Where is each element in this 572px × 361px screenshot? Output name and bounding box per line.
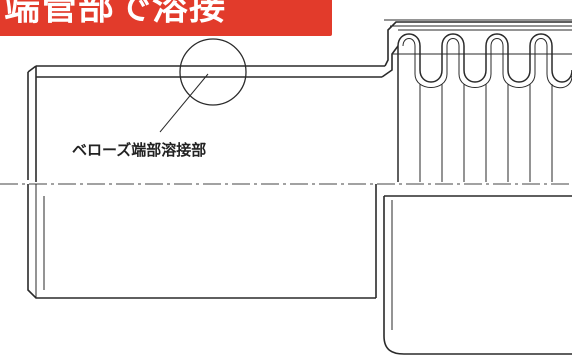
title-banner: 端管部で溶接 — [0, 0, 332, 36]
bellows-end-weld — [381, 19, 572, 78]
bellows-convolutions — [397, 33, 572, 182]
end-pipe-lower — [27, 184, 572, 355]
end-pipe-upper — [27, 65, 385, 182]
banner-title: 端管部で溶接 — [4, 0, 227, 28]
bellows-weld-label: ベローズ端部溶接部 — [72, 141, 207, 159]
weld-detail-circle — [159, 38, 247, 133]
